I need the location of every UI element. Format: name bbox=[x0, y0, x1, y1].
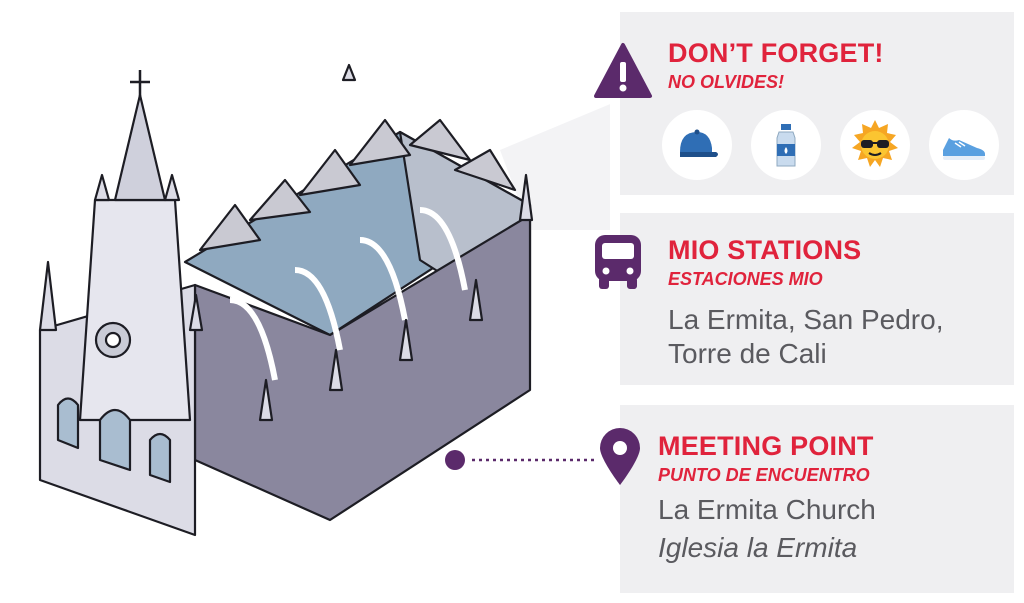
location-pin-icon bbox=[600, 428, 640, 485]
meeting-place: La Ermita Church bbox=[658, 494, 876, 525]
stations-line-1: La Ermita, San Pedro, bbox=[668, 304, 944, 335]
meeting-point-marker-dot bbox=[445, 450, 465, 470]
reminder-panel: DON’T FORGET! NO OLVIDES! bbox=[594, 12, 1014, 195]
church-spire bbox=[113, 93, 167, 202]
meeting-subtitle: PUNTO DE ENCUENTRO bbox=[658, 465, 870, 485]
church-tower bbox=[78, 198, 192, 422]
cap-icon-circle bbox=[662, 110, 732, 180]
water-bottle-icon bbox=[776, 124, 796, 167]
sneaker-icon-circle bbox=[929, 110, 999, 180]
bus-icon bbox=[595, 235, 641, 289]
water-bottle-icon-circle bbox=[751, 110, 821, 180]
stations-panel: MIO STATIONS ESTACIONES MIO La Ermita, S… bbox=[595, 213, 1014, 385]
sneaker-icon bbox=[943, 138, 985, 160]
meeting-panel: MEETING POINT PUNTO DE ENCUENTRO La Ermi… bbox=[600, 405, 1014, 593]
reminder-title: DON’T FORGET! bbox=[668, 38, 884, 68]
stations-title: MIO STATIONS bbox=[668, 235, 862, 265]
church-illustration bbox=[38, 63, 610, 537]
reminder-subtitle: NO OLVIDES! bbox=[668, 72, 785, 92]
warning-icon bbox=[594, 43, 652, 98]
sun-sunglasses-icon bbox=[852, 120, 898, 167]
meeting-place-es: Iglesia la Ermita bbox=[658, 532, 858, 563]
sun-sunglasses-icon-circle bbox=[840, 110, 910, 180]
cap-icon bbox=[680, 129, 718, 157]
stations-subtitle: ESTACIONES MIO bbox=[668, 269, 823, 289]
stations-line-2: Torre de Cali bbox=[668, 338, 827, 369]
meeting-title: MEETING POINT bbox=[658, 431, 874, 461]
